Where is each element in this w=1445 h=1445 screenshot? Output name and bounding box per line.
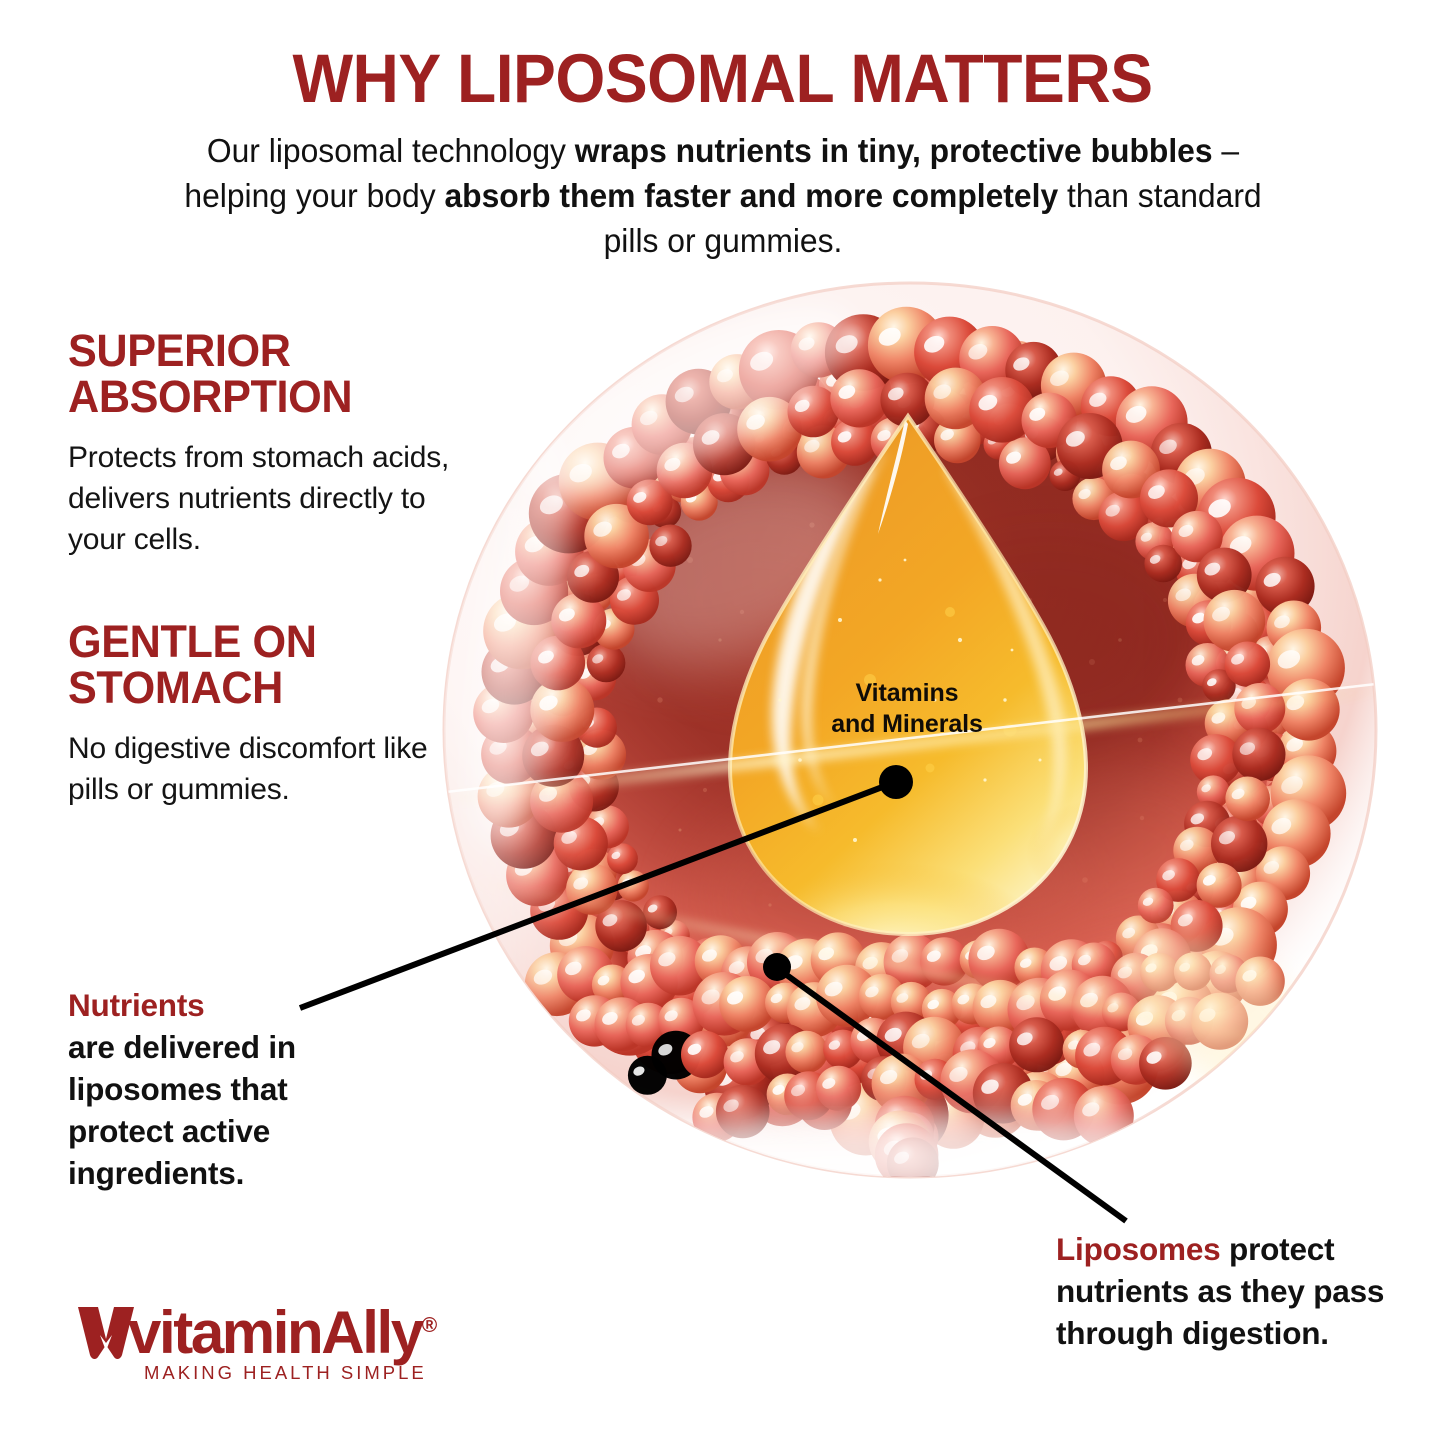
subtitle-text-2: – helping your body <box>183 133 1239 216</box>
brand-logo[interactable]: vitaminAlly® MAKING HEALTH SIMPLE <box>76 1303 437 1408</box>
logo-name-part1: vitamin <box>128 1299 324 1366</box>
leader-dots <box>763 765 913 981</box>
leader-line-liposomes <box>775 965 1128 1224</box>
liposome-cavity <box>533 390 1277 1094</box>
feature-body: Protects from stomach acids, delivers nu… <box>68 440 450 557</box>
leader-dot-vitamins <box>879 765 913 799</box>
subtitle-bold-1: wraps nutrients in tiny, protective bubb… <box>574 133 1213 171</box>
header: WHY LIPOSOMAL MATTERS Our liposomal tech… <box>0 40 1445 265</box>
feature-list: SUPERIOR ABSORPTION Protects from stomac… <box>68 325 488 868</box>
callout-liposomes-body: protect nutrients as they pass through d… <box>1056 1231 1385 1351</box>
subtitle-text-1: Our liposomal technology <box>206 133 575 171</box>
feature-heading: GENTLE ON STOMACH <box>68 615 317 714</box>
logo-tagline: MAKING HEALTH SIMPLE <box>144 1362 427 1383</box>
feature-body: No digestive discomfort like pills or gu… <box>68 731 428 806</box>
feature-heading: SUPERIOR ABSORPTION <box>68 325 353 423</box>
leader-dot-liposome <box>763 953 791 981</box>
liposome-front-wall <box>444 410 1340 1177</box>
subtitle-text-3: than standard pills or gummies. <box>603 178 1262 261</box>
subtitle-bold-2: absorb them faster and more completely <box>443 178 1058 216</box>
feature-gentle-on-stomach: GENTLE ON STOMACH No digestive discomfor… <box>68 615 488 810</box>
logo-v-mark <box>78 1307 134 1360</box>
callout-liposomes-highlight: Liposomes <box>1056 1231 1221 1267</box>
page-subtitle: Our liposomal technology wraps nutrients… <box>176 130 1269 265</box>
callout-nutrients: Nutrients are delivered in liposomes tha… <box>68 985 398 1194</box>
droplet-label-line1: Vitamins <box>855 679 959 707</box>
callout-liposomes: Liposomes protect nutrients as they pass… <box>1056 1229 1406 1355</box>
droplet-label: Vitamins and Minerals <box>762 678 1052 739</box>
droplet-label-line2: and Minerals <box>831 709 983 738</box>
logo-registered-mark: ® <box>421 1314 438 1337</box>
page-title: WHY LIPOSOMAL MATTERS <box>292 40 1153 117</box>
feature-superior-absorption: SUPERIOR ABSORPTION Protects from stomac… <box>68 325 488 561</box>
callout-nutrients-body: are delivered in liposomes that protect … <box>68 1028 296 1191</box>
logo-name-part2: Ally <box>321 1299 424 1366</box>
logo-wordmark: vitaminAlly® <box>128 1303 437 1363</box>
callout-nutrients-highlight: Nutrients <box>68 987 205 1023</box>
